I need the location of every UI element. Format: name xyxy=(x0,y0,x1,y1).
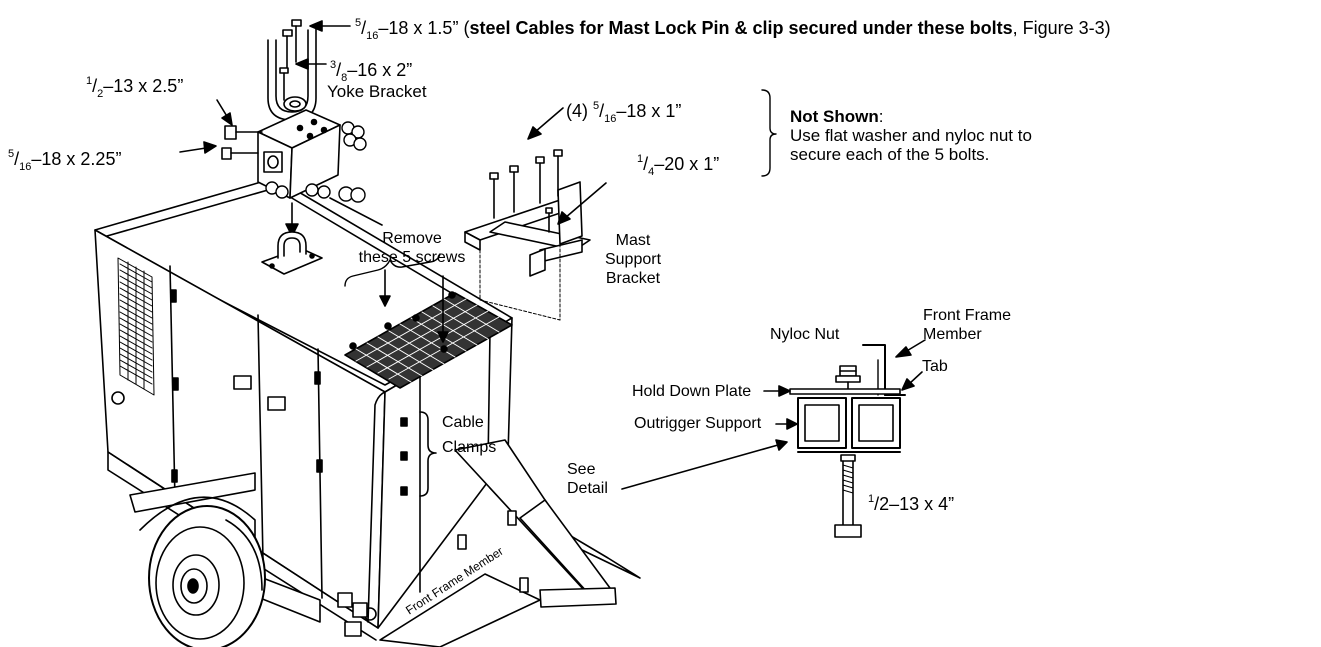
nyloc-nut-label: Nyloc Nut xyxy=(770,326,840,343)
detail-bolt xyxy=(834,454,862,538)
leader-lines xyxy=(179,20,926,490)
yoke-bracket-assembly xyxy=(221,19,383,275)
yoke-top-bolts xyxy=(279,19,302,101)
not-shown-note: Not Shown: Use flat washer and nyloc nut… xyxy=(790,107,1032,164)
mast-bolts-label: (4) 5/16–18 x 1” xyxy=(566,100,682,125)
mast-support-bracket xyxy=(464,149,591,321)
not-shown-title: Not Shown xyxy=(790,107,879,126)
outrigger-support-label: Outrigger Support xyxy=(634,415,762,432)
top-bolt-note: steel Cables for Mast Lock Pin & clip se… xyxy=(469,18,1013,38)
tab-label: Tab xyxy=(922,358,948,375)
outrigger-detail xyxy=(789,344,906,538)
yoke-bracket-label: Yoke Bracket xyxy=(327,82,427,101)
generator-enclosure xyxy=(94,177,513,641)
trailer-wheel xyxy=(148,505,266,647)
roof-screws xyxy=(349,291,456,353)
trailer xyxy=(129,439,641,647)
bolt-1-4-label: 1/4–20 x 1” xyxy=(637,153,720,178)
bolt-1-2-label: 1/2–13 x 2.5” xyxy=(86,75,184,100)
brace-marks xyxy=(344,89,777,287)
bolt-3-8-label: 3/8–16 x 2” xyxy=(330,59,413,84)
bolt-1-2-4-label: 1/2–13 x 4” xyxy=(868,493,955,514)
not-shown-line-2: secure each of the 5 bolts. xyxy=(790,145,990,164)
not-shown-line-1: Use flat washer and nyloc nut to xyxy=(790,126,1032,145)
hold-down-plate-label: Hold Down Plate xyxy=(632,383,752,400)
top-bolt-label: 5/16–18 x 1.5” (steel Cables for Mast Lo… xyxy=(355,17,1111,42)
bolt-5-16-2-25-label: 5/16–18 x 2.25” xyxy=(8,148,122,173)
mast-bracket-bolts xyxy=(489,149,563,233)
side-vent xyxy=(117,257,155,396)
roof-grille xyxy=(344,292,513,389)
